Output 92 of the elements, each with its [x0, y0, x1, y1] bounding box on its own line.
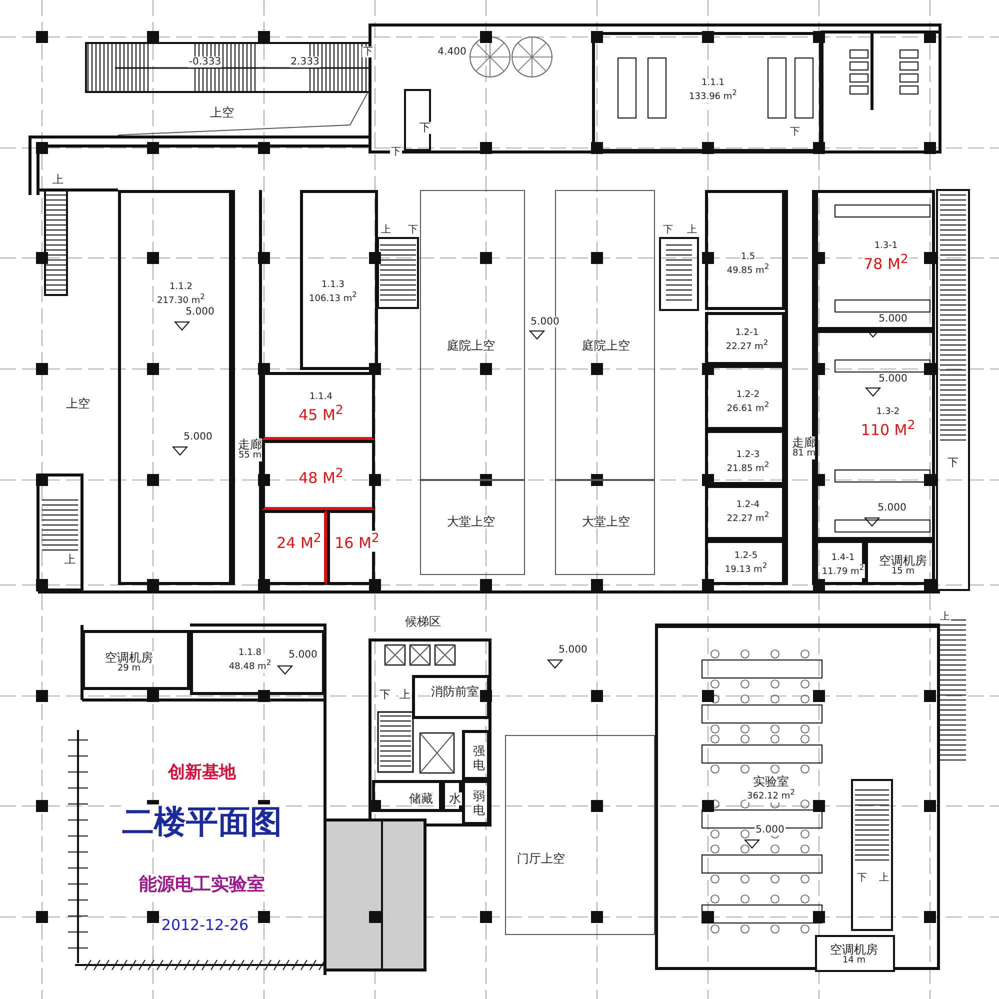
room [865, 540, 935, 585]
stair-label: 下 [662, 224, 674, 236]
heading-text: 创新基地 [167, 764, 237, 782]
stair-label: 下 [362, 46, 374, 58]
room [262, 440, 375, 510]
void-area [420, 480, 525, 575]
area-label: 55 m [237, 452, 263, 462]
elevation-label: 5.000 [182, 432, 214, 442]
stair-label: 下 [856, 872, 868, 884]
room-name: 庭院上空 [446, 339, 496, 353]
stair-label: 上 [686, 224, 698, 236]
date-text: 2012-12-26 [160, 916, 250, 934]
room [705, 430, 785, 485]
room [262, 372, 375, 440]
area-label: 48 M$^{2}$ [298, 466, 344, 486]
area-label: 45 M$^{2}$ [298, 402, 344, 424]
room [705, 190, 785, 310]
room-name: 走廊 [237, 438, 263, 452]
stair-label: 下 [946, 456, 960, 470]
area-label: 48.48 m$^{2}$ [228, 659, 272, 673]
room [462, 780, 490, 825]
heading-text: 能源电工实验室 [138, 875, 266, 895]
corridor [785, 190, 815, 585]
room-name: 走廊 [791, 436, 817, 450]
area-label: 81 m [791, 450, 817, 460]
area-label: 362.12 m$^{2}$ [746, 788, 796, 803]
room [705, 365, 785, 430]
area-label: 110 M$^{2}$ [860, 418, 916, 438]
void-area [505, 735, 655, 935]
room-name: 储藏 [408, 792, 434, 806]
elevation-label: 5.000 [288, 650, 318, 660]
room [592, 32, 822, 152]
elevation-label: 5.000 [878, 314, 908, 324]
room [815, 190, 935, 330]
stair-label: 上 [939, 612, 951, 622]
stair-label: 下 [378, 688, 392, 702]
stair-label: 上 [878, 872, 890, 884]
area-name: 候梯区 [404, 615, 442, 629]
room-name: 庭院上空 [581, 339, 631, 353]
elevation-label: 5.000 [876, 502, 908, 514]
room-name: 空调机房 [878, 554, 928, 568]
elevation-label: 4.400 [436, 46, 468, 58]
elevation-label: 5.000 [558, 644, 588, 656]
area-label: 11.79 m$^{2}$ [820, 564, 866, 578]
room-name: 门厅上空 [516, 852, 566, 866]
room-number: 1.1.1 [700, 79, 726, 89]
room [82, 630, 190, 690]
elevation-label: -0.333 [188, 56, 222, 68]
room [705, 540, 785, 585]
room [705, 485, 785, 540]
room [262, 510, 327, 585]
plan-title: 二楼平面图 [121, 804, 283, 840]
room-name: 消防前室 [430, 685, 480, 699]
void-area [420, 190, 525, 480]
stair-label: 上 [52, 174, 64, 186]
room-name: 强电 [472, 745, 486, 773]
void-area [555, 480, 655, 575]
room-name: 大堂上空 [446, 515, 496, 529]
room [442, 780, 462, 812]
area-label: 133.96 m$^{2}$ [688, 89, 738, 103]
stair-label: 上 [380, 224, 392, 236]
area-label: 16 M$^{2}$ [334, 530, 380, 552]
void-label: 上空 [209, 106, 235, 120]
room-name: 空调机房 [104, 651, 154, 665]
elevation-label: 2.333 [290, 56, 320, 68]
stair-label: 下 [418, 122, 432, 134]
stair-label: 下 [407, 224, 419, 236]
room [412, 675, 490, 719]
room-name: 水 [448, 792, 462, 806]
room [815, 540, 865, 585]
room [655, 625, 940, 970]
stair-label: 下 [390, 146, 402, 158]
void-label: 上空 [65, 397, 91, 411]
area-label: 78 M$^{2}$ [862, 252, 910, 272]
room [705, 312, 785, 365]
room [118, 190, 232, 585]
corridor [232, 190, 262, 585]
stair-label: 上 [64, 554, 76, 566]
stair-label: 上 [398, 688, 412, 702]
room-name: 实验室 [752, 775, 790, 789]
stair-label: 下 [789, 126, 801, 138]
room [372, 780, 442, 812]
elevation-label: 5.000 [184, 306, 216, 318]
room-name: 空调机房 [829, 943, 879, 957]
elevation-label: 5.000 [878, 374, 908, 384]
elevation-label: 5.000 [530, 316, 560, 328]
room [462, 730, 490, 780]
room-name: 大堂上空 [581, 515, 631, 529]
elevation-label: 5.000 [754, 824, 786, 836]
room [300, 190, 378, 370]
room [815, 935, 895, 972]
room-name: 弱电 [472, 790, 486, 818]
